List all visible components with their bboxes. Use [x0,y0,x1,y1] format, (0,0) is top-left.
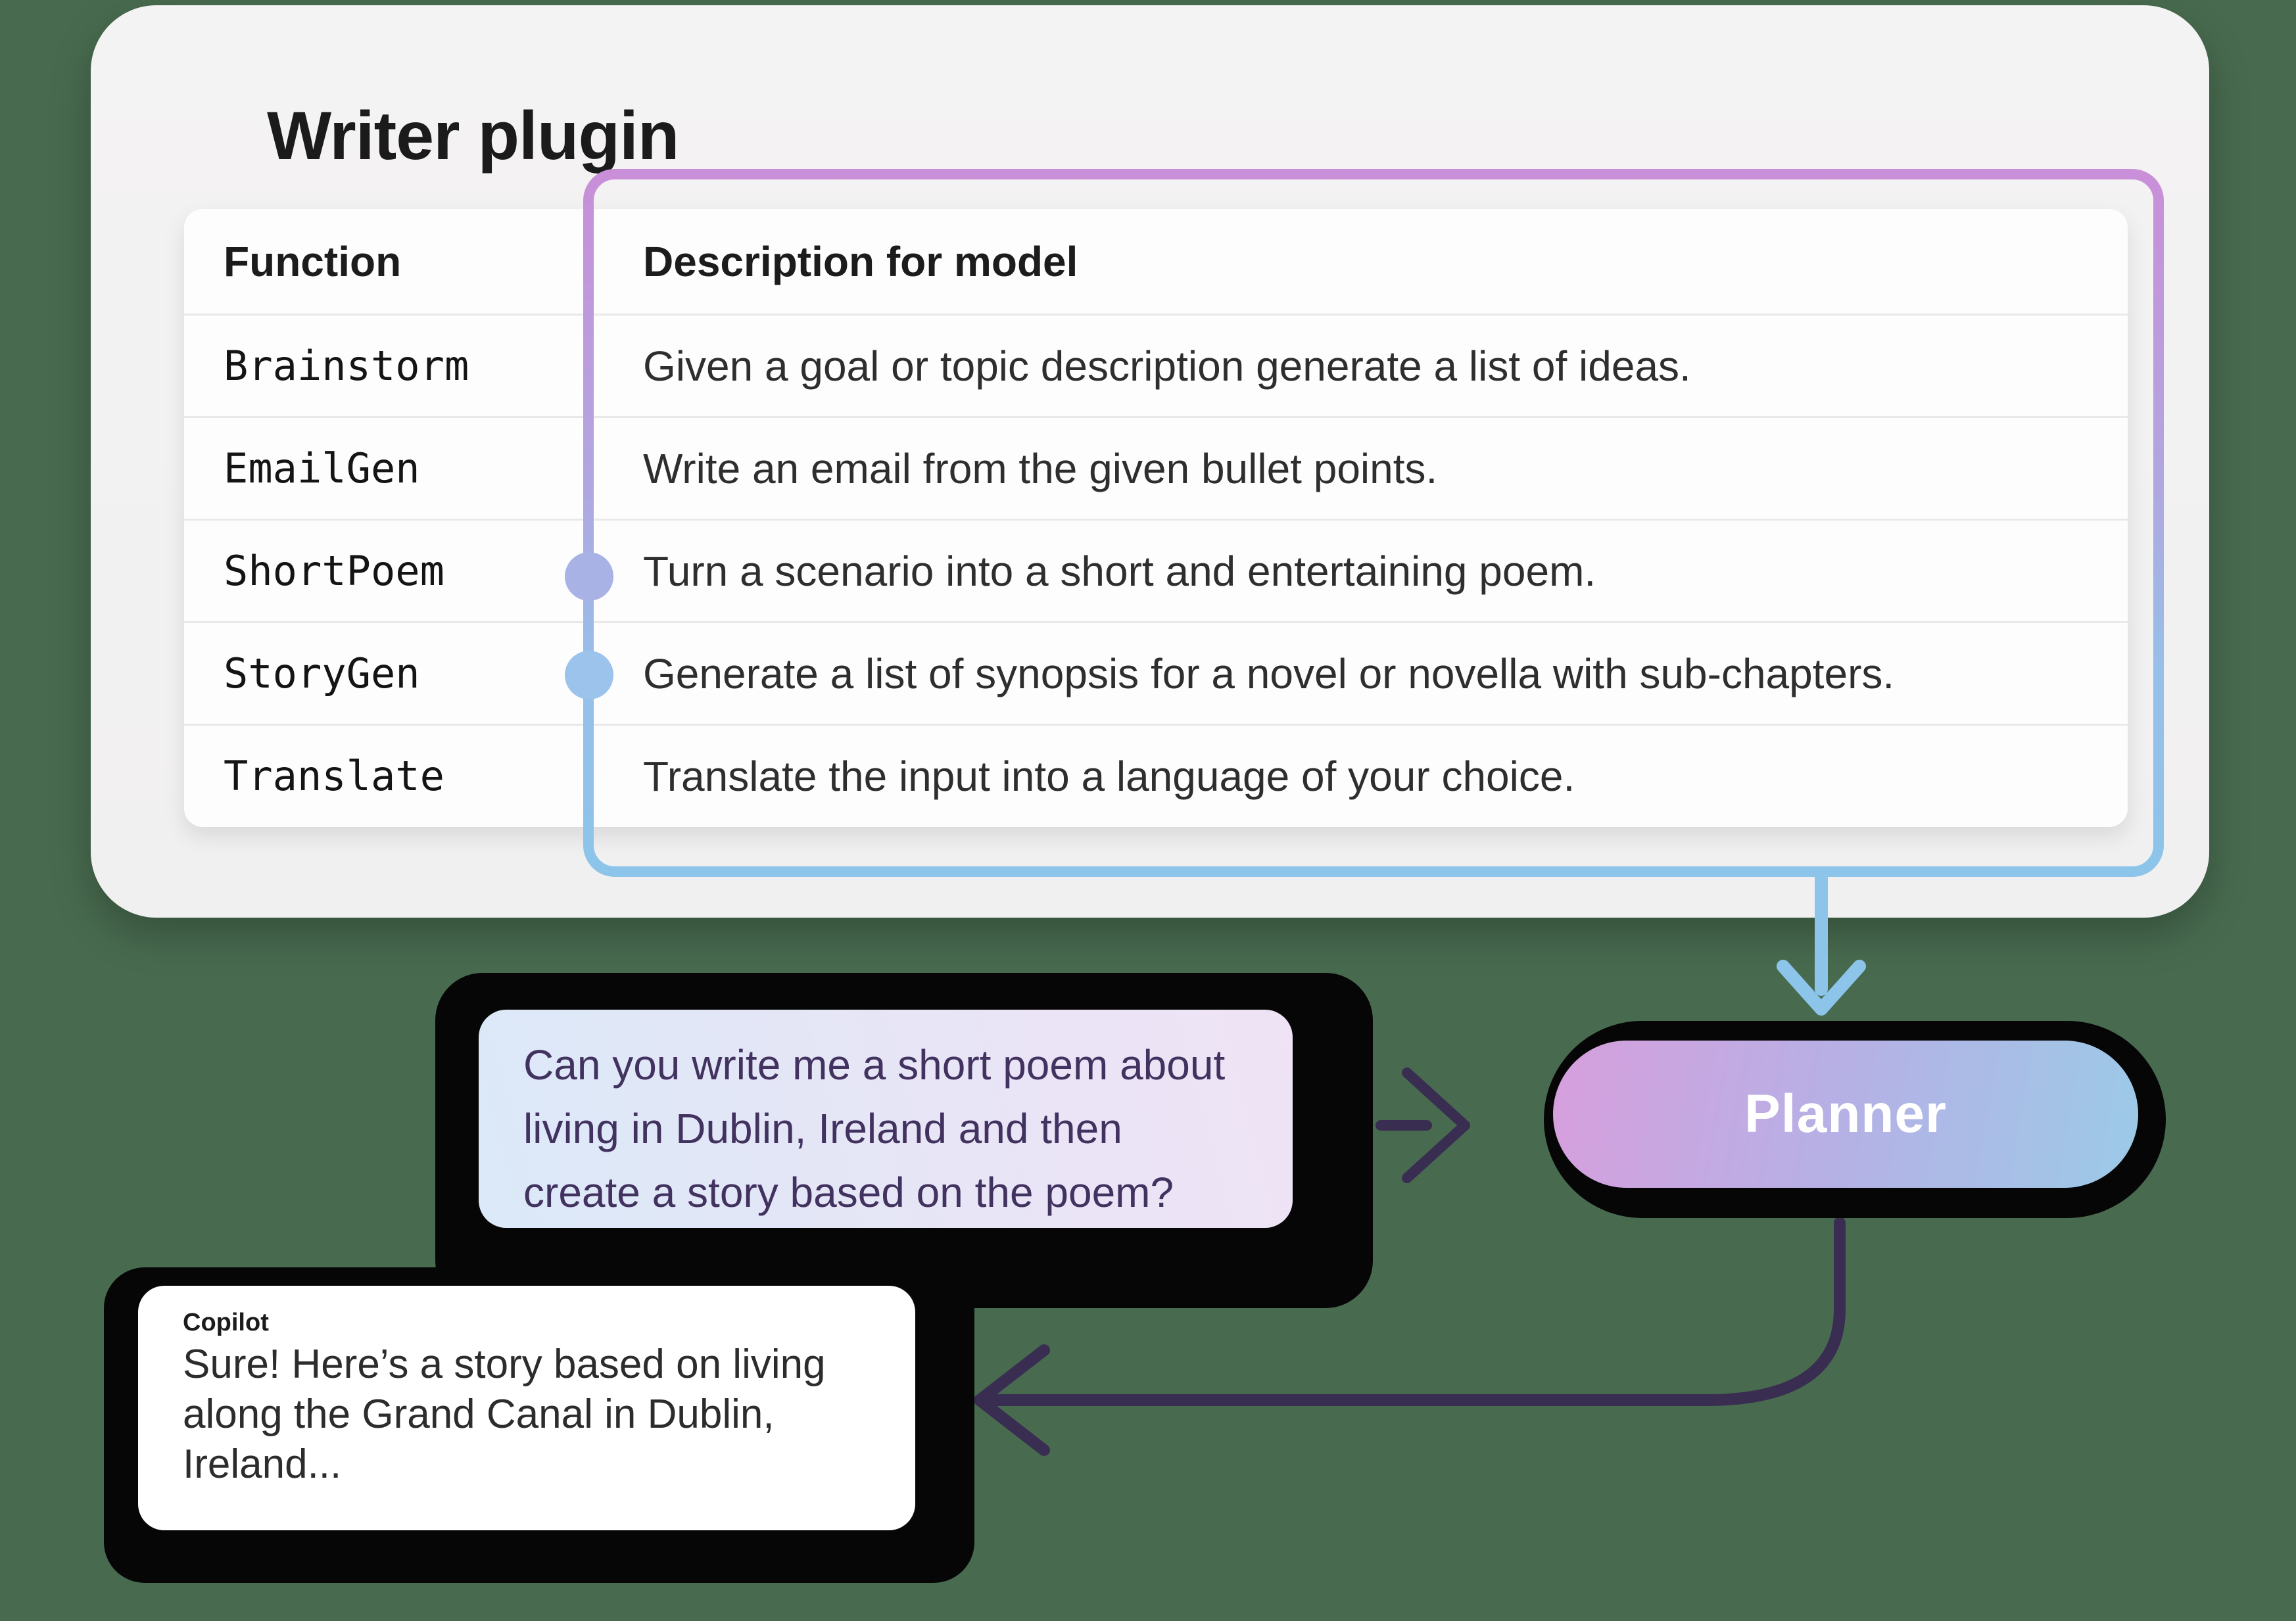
page-title: Writer plugin [267,98,679,174]
user-bubble-shadow: Can you write me a short poem about livi… [435,973,1373,1308]
copilot-bubble-line: Ireland... [183,1442,342,1487]
copilot-sender-label: Copilot [183,1309,269,1336]
copilot-bubble-shadow: Copilot Sure! Here’s a story based on li… [104,1267,974,1583]
function-description: Write an email from the given bullet poi… [643,444,1438,492]
right-arrow-icon [1375,1068,1470,1183]
table-row: Brainstorm Given a goal or topic descrip… [184,314,2128,416]
function-name: Brainstorm [224,342,469,390]
user-chat-bubble: Can you write me a short poem about livi… [479,1010,1293,1228]
table-header-row: Function Description for model [184,209,2128,314]
user-bubble-line: Can you write me a short poem about [523,1041,1226,1089]
function-name: StoryGen [224,649,420,697]
copilot-bubble-line: Sure! Here’s a story based on living [183,1342,826,1387]
function-name: EmailGen [224,444,420,492]
function-name: Translate [224,752,444,800]
planner-node: Planner [1553,1041,2138,1188]
planner-node-shadow: Planner [1544,1021,2166,1218]
copilot-bubble-line: along the Grand Canal in Dublin, [183,1392,775,1437]
function-description: Generate a list of synopsis for a novel … [643,649,1895,697]
copilot-chat-bubble: Copilot Sure! Here’s a story based on li… [138,1286,915,1530]
function-description: Turn a scenario into a short and enterta… [643,547,1596,595]
table-row: Translate Translate the input into a lan… [184,724,2128,826]
planner-label: Planner [1744,1084,1947,1144]
functions-table: Function Description for model Brainstor… [184,209,2128,827]
column-header-function: Function [224,237,402,285]
function-description: Translate the input into a language of y… [643,752,1575,800]
function-description: Given a goal or topic description genera… [643,342,1691,390]
table-row: ShortPoem Turn a scenario into a short a… [184,519,2128,621]
user-bubble-line: living in Dublin, Ireland and then [523,1105,1122,1152]
table-row: StoryGen Generate a list of synopsis for… [184,621,2128,724]
function-name: ShortPoem [224,547,444,595]
user-bubble-line: create a story based on the poem? [523,1169,1174,1216]
table-row: EmailGen Write an email from the given b… [184,416,2128,519]
column-header-description: Description for model [643,237,1078,285]
